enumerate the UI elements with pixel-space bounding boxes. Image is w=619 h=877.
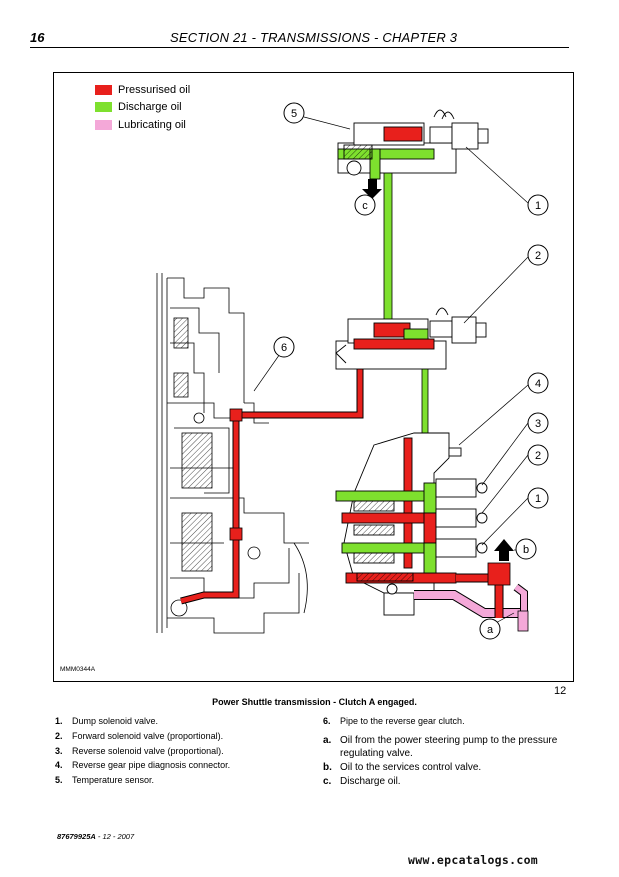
legend-list-right: 6. Pipe to the reverse gear clutch. a. Oil… — [323, 714, 583, 789]
callout-a: a — [479, 618, 501, 640]
hydraulic-diagram: 5 1 c 2 6 4 3 2 — [156, 102, 549, 640]
list-item-text: Forward solenoid valve (proportional). — [72, 730, 224, 741]
watermark: www.epcatalogs.com — [408, 853, 539, 867]
list-item-text: Dump solenoid valve. — [72, 716, 159, 726]
list-item-number: 4. — [55, 760, 63, 771]
list-item: a. Oil from the power steering pump to th… — [323, 734, 583, 760]
transmission-housing — [156, 273, 309, 634]
list-item-text: Oil from the power steering pump to the … — [340, 735, 558, 759]
header-rule — [30, 47, 569, 48]
legend-row-lubricating: Lubricating oil — [95, 116, 190, 134]
figure-box: 5 1 c 2 6 4 3 2 — [53, 72, 574, 682]
legend-swatch-pressurised — [95, 84, 112, 95]
services-arrow-b — [494, 539, 514, 561]
top-valve-block — [337, 109, 489, 180]
list-item: c. Discharge oil. — [323, 775, 583, 788]
list-item-number: b. — [323, 762, 332, 773]
page-number: 16 — [30, 30, 45, 45]
figure-caption: Power Shuttle transmission - Clutch A en… — [212, 697, 417, 707]
list-item: 1. Dump solenoid valve. — [55, 714, 315, 729]
svg-text:4: 4 — [535, 378, 541, 390]
list-item: 6. Pipe to the reverse gear clutch. — [323, 714, 583, 728]
callout-4: 4 — [527, 372, 549, 394]
callout-c: c — [354, 194, 376, 216]
svg-text:2: 2 — [535, 450, 541, 462]
svg-text:c: c — [362, 200, 368, 212]
list-item-number: 5. — [55, 775, 63, 786]
callout-1-top: 1 — [527, 194, 549, 216]
callout-2-top: 2 — [527, 244, 549, 266]
lower-valve-block — [335, 432, 488, 616]
legend-list-left: 1. Dump solenoid valve. 2. Forward solenoi… — [55, 714, 315, 788]
list-item-number: 2. — [55, 730, 63, 741]
callout-3: 3 — [527, 412, 549, 434]
list-item-text: Reverse solenoid valve (proportional). — [72, 745, 224, 756]
pressurised-inlet-pipe — [456, 562, 511, 618]
legend-row-discharge: Discharge oil — [95, 99, 190, 117]
legend-label-pressurised: Pressurised oil — [118, 83, 191, 96]
lubricating-pipe — [414, 583, 529, 632]
list-item-number: c. — [323, 776, 332, 787]
legend: Pressurised oil Discharge oil Lubricatin… — [95, 81, 190, 134]
list-item-number: a. — [323, 735, 332, 746]
legend-label-discharge: Discharge oil — [118, 101, 182, 114]
footer-doc-date: - 12 - 2007 — [95, 832, 135, 841]
discharge-arrow-c — [362, 179, 382, 199]
callout-b: b — [515, 538, 537, 560]
callout-5: 5 — [283, 102, 305, 124]
svg-text:1: 1 — [535, 493, 541, 505]
list-item: 5. Temperature sensor. — [55, 773, 315, 788]
svg-text:2: 2 — [535, 250, 541, 262]
legend-swatch-lubricating — [95, 119, 112, 130]
list-item: 4. Reverse gear pipe diagnosis connector. — [55, 758, 315, 773]
leader-lines — [253, 116, 529, 626]
legend-swatch-discharge — [95, 102, 112, 113]
callout-2-bottom: 2 — [527, 444, 549, 466]
list-item-number: 3. — [55, 745, 63, 756]
callout-6: 6 — [273, 336, 295, 358]
list-item: 3. Reverse solenoid valve (proportional). — [55, 744, 315, 759]
callout-1-bottom: 1 — [527, 487, 549, 509]
middle-valve-block — [335, 307, 487, 370]
svg-text:a: a — [487, 624, 494, 636]
list-item: b. Oil to the services control valve. — [323, 761, 583, 774]
list-item: 2. Forward solenoid valve (proportional). — [55, 729, 315, 744]
svg-text:1: 1 — [535, 200, 541, 212]
svg-text:5: 5 — [291, 108, 297, 120]
section-title: SECTION 21 - TRANSMISSIONS - CHAPTER 3 — [170, 30, 458, 45]
figure-code: MMM0344A — [60, 666, 96, 673]
footer-doc-code: 87679925A - 12 - 2007 — [57, 832, 134, 841]
list-item-number: 1. — [55, 716, 63, 726]
svg-text:6: 6 — [281, 342, 287, 354]
legend-row-pressurised: Pressurised oil — [95, 81, 190, 99]
list-item-text: Discharge oil. — [340, 776, 401, 787]
legend-label-lubricating: Lubricating oil — [118, 118, 186, 131]
list-item-text: Reverse gear pipe diagnosis connector. — [72, 760, 231, 771]
figure-number: 12 — [554, 685, 567, 697]
list-item-text: Temperature sensor. — [72, 775, 155, 786]
list-item-text: Oil to the services control valve. — [340, 762, 482, 773]
footer-doc-number: 87679925A — [57, 832, 96, 841]
list-item-number: 6. — [323, 716, 331, 726]
svg-text:3: 3 — [535, 418, 541, 430]
list-item-text: Pipe to the reverse gear clutch. — [340, 716, 465, 726]
svg-text:b: b — [523, 544, 529, 556]
